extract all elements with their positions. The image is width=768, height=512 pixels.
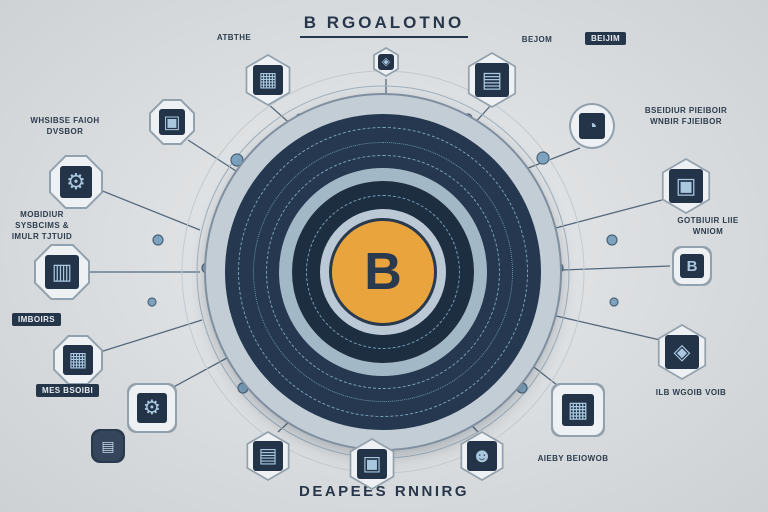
- person-icon: ☻: [467, 441, 497, 471]
- node-screen: ▦: [551, 383, 605, 437]
- book-icon: ▤: [475, 63, 509, 97]
- node-database: ▤: [246, 431, 290, 481]
- storage-icon: ▤: [101, 438, 115, 454]
- device-icon: ▣: [158, 108, 186, 136]
- lock-icon: ▣: [356, 448, 388, 480]
- label-bottom-right: AIEBY BEIOWOB: [537, 454, 609, 463]
- printer-icon: ▥: [45, 255, 79, 289]
- mini-display-icon: B: [680, 254, 704, 278]
- gears-icon: ⚙: [137, 393, 167, 423]
- node-gauge: ◔: [569, 103, 615, 149]
- label-top-right: BEJOM: [521, 35, 553, 44]
- circuit-trace-2: [253, 142, 513, 402]
- node-face: ▣: [151, 101, 193, 143]
- monitor-icon: ▦: [63, 345, 93, 375]
- bitcoin-symbol: B: [364, 243, 402, 301]
- circuit-trace-1: [238, 127, 528, 417]
- node-person: ☻: [460, 431, 504, 481]
- badge-left-lower: IMBOIRS: [12, 313, 62, 326]
- node-face: ▤: [93, 431, 123, 461]
- node-device: ▣: [149, 99, 195, 145]
- node-face: ◈: [374, 49, 398, 75]
- briefcase-icon: ▣: [669, 169, 703, 203]
- label-left-mid: MOBIDIUR SYSBCIMS & IMULR TJTUID: [11, 210, 73, 241]
- screen-icon: ▦: [562, 394, 594, 426]
- badge-left-bottom: MES BSOIBI: [36, 384, 100, 397]
- label-top-left: ATBTHE: [216, 33, 252, 42]
- circuit-trace-3: [266, 155, 500, 389]
- node-printer: ▥: [34, 244, 90, 300]
- bitcoin-coin: B: [329, 218, 437, 326]
- node-face: ▦: [553, 385, 603, 435]
- node-face: B: [674, 248, 710, 284]
- node-face: ⚙: [51, 157, 101, 207]
- node-storage: ▤: [91, 429, 125, 463]
- label-left-upper: WHSIBSE FAIOH DVSBOR: [30, 116, 100, 136]
- node-face: ▥: [36, 246, 88, 298]
- gauge-icon: ◔: [578, 112, 606, 140]
- node-face: ⚙: [129, 385, 175, 431]
- chip-icon: ▦: [252, 64, 284, 96]
- label-right-lower: ILB WGOIB VOIB: [655, 388, 727, 397]
- title-underline: [300, 36, 468, 38]
- database-icon: ▤: [253, 441, 283, 471]
- node-face: ◔: [571, 105, 613, 147]
- label-right-mid: GOTBIUIR LIIE WNIOM: [677, 216, 739, 236]
- footer-caption: DEAPEES RNNIRG: [298, 483, 470, 500]
- badge-top-right: BEIJIM: [585, 32, 627, 45]
- node-mini-display: B: [672, 246, 712, 286]
- node-monitor: ▦: [53, 335, 103, 385]
- label-right-upper: BSEIDIUR PIEIBOIR WNBIR FJIEIBOR: [644, 106, 728, 126]
- robot-icon: ⚙: [60, 166, 92, 198]
- node-gears: ⚙: [127, 383, 177, 433]
- page-title: B RGOALOTNO: [303, 13, 465, 32]
- node-face: ▦: [55, 337, 101, 383]
- circuit-trace-4: [306, 195, 460, 349]
- hub-icon: ◈: [377, 53, 395, 71]
- node-shield: ◈: [657, 324, 707, 380]
- node-robot: ⚙: [49, 155, 103, 209]
- shield-icon: ◈: [665, 335, 699, 369]
